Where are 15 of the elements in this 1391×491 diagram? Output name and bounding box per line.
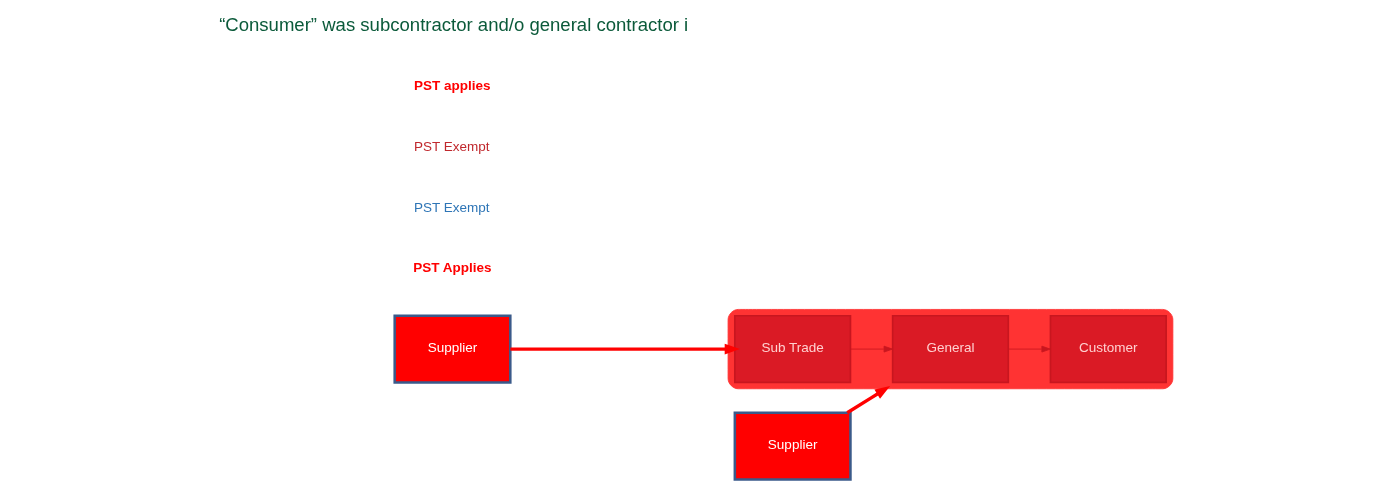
node-box: Sub Trade bbox=[733, 314, 851, 384]
arrow bbox=[509, 343, 740, 355]
label: “Consumer” was subcontractor and/o general contractor i bbox=[218, 14, 688, 36]
arrow bbox=[849, 345, 893, 353]
label: PST Exempt bbox=[413, 200, 490, 216]
node-box: General bbox=[891, 314, 1009, 384]
node-box: Supplier bbox=[392, 314, 512, 384]
node-box: Supplier bbox=[733, 411, 852, 481]
label: PST applies bbox=[413, 77, 491, 93]
arrow bbox=[845, 386, 890, 415]
cluster bbox=[727, 309, 1173, 390]
label: PST Applies bbox=[412, 260, 492, 276]
node-box: Customer bbox=[1049, 314, 1167, 384]
arrow bbox=[1007, 345, 1051, 353]
label: PST Exempt bbox=[413, 139, 490, 155]
